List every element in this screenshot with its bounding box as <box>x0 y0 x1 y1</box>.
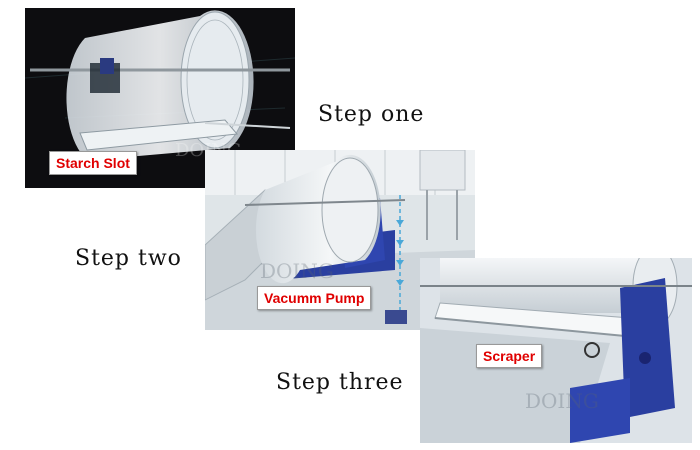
watermark: DOING <box>260 259 334 283</box>
starch-slot-label: Starch Slot <box>49 151 137 175</box>
drum-with-vacuum-pump-illustration: DOING <box>205 150 475 330</box>
drum-with-scraper-illustration: DOING <box>420 258 692 443</box>
vacuum-pump-label: Vacumm Pump <box>257 286 372 310</box>
step-two-caption: Step two <box>75 246 182 271</box>
step-three-image: DOING Scraper <box>420 258 692 443</box>
step-three-caption: Step three <box>276 370 404 395</box>
step-two-image: DOING Vacumm Pump <box>205 150 475 330</box>
watermark: DOING <box>525 389 599 413</box>
step-one-caption: Step one <box>318 102 425 127</box>
scraper-label: Scraper <box>476 344 543 368</box>
